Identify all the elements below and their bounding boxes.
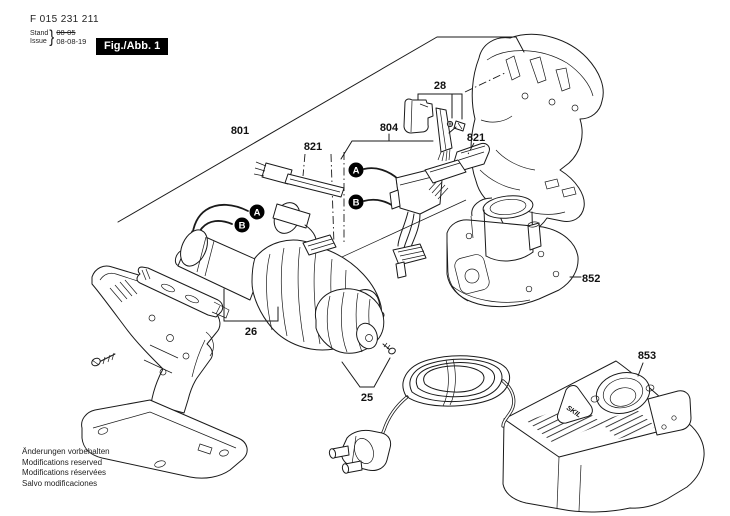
brace-glyph: } [49,27,55,48]
marker-a-left: A [249,204,265,220]
battery-pack-drawing [446,195,582,308]
callout-804: 804 [380,122,399,134]
figure-number-box: Fig./Abb. 1 [96,38,169,55]
callout-28: 28 [434,80,446,92]
mounting-parts-28-drawing [403,93,466,162]
document-number: F 015 231 211 [30,14,99,25]
vent-slats-right [599,410,656,439]
footer-line-es: Salvo modificaciones [22,478,98,488]
callout-26: 26 [245,326,257,338]
marker-b-right: B [348,194,364,210]
charger-drawing: SKIL [502,360,705,513]
stand-label: Stand [30,29,49,37]
housing-screw-drawing [91,352,116,367]
slider-plate-drawing [136,266,230,319]
marker-a-right: A [348,162,364,178]
selector-button-left-drawing [253,161,345,198]
svg-text:B: B [353,198,360,209]
callout-821-right: 821 [467,132,485,144]
mains-plug-drawing [328,429,392,474]
marker-b-left: B [234,217,250,233]
housing-left-half-drawing [81,265,248,479]
motor-end-clip-drawing [272,202,337,256]
motor-wire-a [191,203,249,239]
selector-button-right-drawing [424,142,490,184]
leader-lines [117,36,525,269]
svg-text:A: A [254,208,261,219]
footer-line-fr: Modifications réservées [22,468,107,477]
issue-date: 08-08-19 [56,36,87,46]
power-cord-drawing [328,355,516,474]
switch-assembly-drawing [363,167,449,279]
brand-badge [557,385,593,424]
chuck-screw-drawing [382,342,396,355]
callout-25: 25 [361,392,373,404]
chuck-drawing [314,288,396,388]
battery-socket [595,372,651,414]
footer-line-de: Änderungen vorbehalten [22,447,110,456]
svg-text:B: B [239,221,246,232]
callout-801: 801 [231,125,249,137]
footer-line-en: Modifications reserved [22,457,103,467]
callout-821-left: 821 [304,141,322,153]
footer-notice: Änderungen vorbehalten Modifications res… [22,447,110,489]
header: F 015 231 211 Stand Issue } 08-05 08-08-… [30,14,99,48]
svg-text:A: A [353,166,360,177]
callout-853: 853 [638,350,656,362]
callout-labels: 801 28 804 821 821 852 853 26 25 [231,80,656,404]
issue-label: Issue [30,37,47,45]
callout-852: 852 [582,273,600,285]
superseded-date: 08-05 [56,28,76,37]
callout-leaders [340,133,434,160]
issue-block: Stand Issue } 08-05 08-08-19 [30,27,99,48]
